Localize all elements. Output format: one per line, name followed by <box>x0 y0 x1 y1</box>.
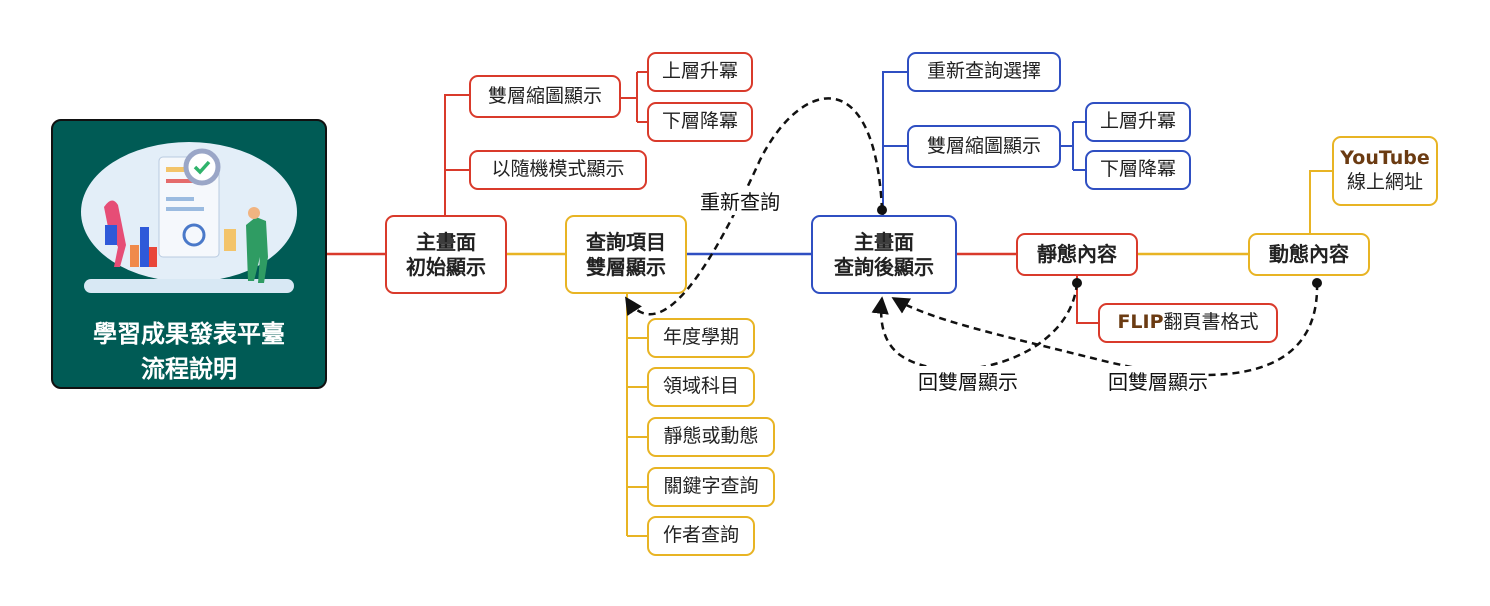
after-upper-ascending-node: 上層升冪 <box>1085 102 1191 142</box>
youtube-url-node: YouTube 線上網址 <box>1332 136 1438 206</box>
main-after-query-node: 主畫面 查詢後顯示 <box>811 215 957 294</box>
query-items-line1: 查詢項目 <box>586 229 666 254</box>
presentation-illustration <box>81 142 297 293</box>
initial-upper-ascending-node: 上層升冪 <box>647 52 753 92</box>
flip-prefix: FLIP <box>1117 311 1164 334</box>
query-items-line2: 雙層顯示 <box>586 254 666 279</box>
initial-dual-thumb-node: 雙層縮圖顯示 <box>469 75 621 118</box>
after-dual-thumb-node: 雙層縮圖顯示 <box>907 125 1061 168</box>
root-node: 學習成果發表平臺 流程說明 <box>51 119 327 389</box>
youtube-label: YouTube <box>1340 147 1430 170</box>
root-title-line1: 學習成果發表平臺 <box>93 320 285 348</box>
flip-suffix: 翻頁書格式 <box>1163 311 1259 334</box>
query-items-node: 查詢項目 雙層顯示 <box>565 215 687 294</box>
query-subject-node: 領域科目 <box>647 367 755 407</box>
main-initial-line1: 主畫面 <box>416 229 476 254</box>
query-keyword-node: 關鍵字查詢 <box>647 467 775 507</box>
random-mode-node: 以隨機模式顯示 <box>469 150 647 190</box>
dynamic-content-node: 動態內容 <box>1248 233 1370 276</box>
main-initial-line2: 初始顯示 <box>406 254 486 279</box>
online-url-label: 線上網址 <box>1346 171 1423 193</box>
main-after-line2: 查詢後顯示 <box>834 254 934 279</box>
query-year-term-node: 年度學期 <box>647 318 755 358</box>
main-initial-node: 主畫面 初始顯示 <box>385 215 507 294</box>
static-content-node: 靜態內容 <box>1016 233 1138 276</box>
back-to-dual-label-1: 回雙層顯示 <box>918 366 1018 395</box>
initial-lower-descending-node: 下層降冪 <box>647 102 753 142</box>
root-title-line2: 流程說明 <box>141 354 237 383</box>
after-lower-descending-node: 下層降冪 <box>1085 150 1191 190</box>
requery-label: 重新查詢 <box>700 186 780 215</box>
query-author-node: 作者查詢 <box>647 516 755 556</box>
back-to-dual-label-2: 回雙層顯示 <box>1108 366 1208 395</box>
query-static-dynamic-node: 靜態或動態 <box>647 417 775 457</box>
main-after-line1: 主畫面 <box>854 229 914 254</box>
reselect-query-node: 重新查詢選擇 <box>907 52 1061 92</box>
